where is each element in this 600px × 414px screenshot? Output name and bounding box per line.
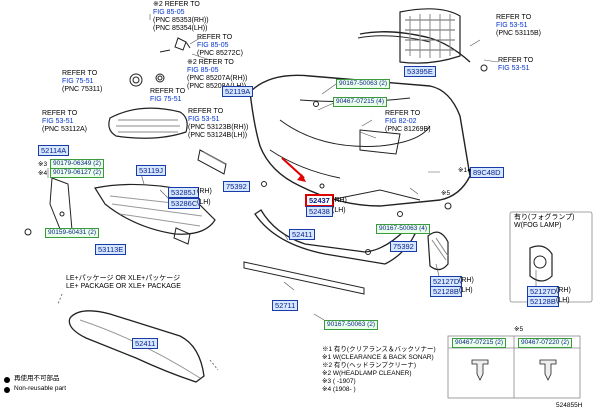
fog-lamp-label: 有り(フォグランプ) W(FOG LAMP) <box>514 214 575 229</box>
le-package-label: LE+パッケージ OR XLE+パッケージ LE+ PACKAGE OR XLE… <box>66 275 181 290</box>
suffix-lh: (LH) <box>459 287 473 294</box>
fig-link[interactable]: FIG 85-05 <box>153 9 185 16</box>
highlight-arrow <box>281 157 305 179</box>
part-52114a[interactable]: 52114A <box>38 145 70 156</box>
fig-link[interactable]: FIG 75-51 <box>150 96 182 103</box>
mark-1-bullet: ※1● <box>458 167 471 174</box>
ref-53-51-b: REFER TO FIG 53-51 <box>498 57 534 72</box>
mark-3: ※3 <box>38 161 48 168</box>
figure-id: 524855H <box>556 402 583 409</box>
ref-53115b: REFER TO FIG 53-51 (PNC 53115B) <box>496 14 542 37</box>
ref-53123b: REFER TO FIG 53-51 (PNC 53123B(RH)) (PNC… <box>188 108 249 139</box>
ref-box-mark: ※5 <box>514 326 524 333</box>
suffix-lh: (LH) <box>197 199 211 206</box>
clip-90467-07215-b[interactable]: 90467-07215 (2) <box>452 338 507 348</box>
clip-90167-50063-b[interactable]: 90167-50063 (4) <box>376 224 431 234</box>
mark-5: ※5 <box>441 190 451 197</box>
ref-81269b: REFER TO FIG 82-02 (PNC 81269B) <box>385 110 431 133</box>
fig-link[interactable]: FIG 53-51 <box>498 65 530 72</box>
fig-link[interactable]: FIG 75-51 <box>62 78 94 85</box>
suffix-rh: (RH) <box>332 197 347 204</box>
suffix-rh: (RH) <box>556 287 571 294</box>
ref-75-51-b: REFER TO FIG 75-51 <box>150 88 186 103</box>
fig-link[interactable]: FIG 85-05 <box>197 42 229 49</box>
part-53113e[interactable]: 53113E <box>95 244 127 255</box>
part-52128b-fog[interactable]: 52128B <box>527 296 559 307</box>
part-52119a[interactable]: 52119A <box>222 86 254 97</box>
fig-link[interactable]: FIG 53-51 <box>42 118 74 125</box>
part-52411-a[interactable]: 52411 <box>289 229 316 240</box>
part-52438[interactable]: 52438 <box>306 206 333 217</box>
ref-85207a: ※2 REFER TO FIG 85-05 (PNC 85207A(RH)) (… <box>187 59 248 90</box>
legend-dot <box>4 387 10 393</box>
ref-75311: REFER TO FIG 75-51 (PNC 75311) <box>62 70 103 93</box>
part-75392-b[interactable]: 75392 <box>390 241 417 252</box>
ref-85272c: REFER TO FIG 85-05 (PNC 85272C) <box>197 34 243 57</box>
part-75392-a[interactable]: 75392 <box>223 181 250 192</box>
clip-90467-07220[interactable]: 90467-07220 (2) <box>518 338 573 348</box>
ref-headlamp-cleaner-nozzle: ※2 REFER TO FIG 85-05 (PNC 85353(RH)) (P… <box>153 1 209 32</box>
part-53119j[interactable]: 53119J <box>136 165 167 176</box>
clip-90159-60431[interactable]: 90159-60431 (2) <box>45 228 100 238</box>
suffix-rh: (RH) <box>197 188 212 195</box>
fig-link[interactable]: FIG 85-05 <box>187 67 219 74</box>
clip-90167-50063[interactable]: 90167-50063 (2) <box>336 79 391 89</box>
suffix-lh: (LH) <box>332 207 346 214</box>
part-53286c[interactable]: 53286C <box>168 198 201 209</box>
part-52711[interactable]: 52711 <box>272 300 299 311</box>
mark-4: ※4 <box>38 170 48 177</box>
clip-90179-06127[interactable]: 90179-06127 (2) <box>50 168 105 178</box>
suffix-rh: (RH) <box>459 277 474 284</box>
part-53395e[interactable]: 53395E <box>404 66 436 77</box>
part-53285j[interactable]: 53285J <box>168 187 199 198</box>
fig-link[interactable]: FIG 53-51 <box>496 22 528 29</box>
suffix-lh: (LH) <box>556 297 570 304</box>
note-1: ※1 有り(クリアランス＆バックソナー) ※1 W(CLEARANCE & BA… <box>322 346 436 393</box>
part-52411-b[interactable]: 52411 <box>132 338 159 349</box>
legend-en: Non-reusable part <box>14 385 67 392</box>
part-52128b[interactable]: 52128B <box>430 286 462 297</box>
part-89c48d[interactable]: 89C48D <box>470 167 504 178</box>
fig-link[interactable]: FIG 53-51 <box>188 116 220 123</box>
fig-link[interactable]: FIG 82-02 <box>385 118 417 125</box>
legend-dot <box>4 377 10 383</box>
legend-jp: 再使用不可部品 <box>14 375 60 382</box>
clip-90467-07215[interactable]: 90467-07215 (4) <box>333 97 388 107</box>
ref-53112a: REFER TO FIG 53-51 (PNC 53112A) <box>42 110 88 133</box>
clip-90167-50063-c[interactable]: 90167-50063 (2) <box>324 320 379 330</box>
